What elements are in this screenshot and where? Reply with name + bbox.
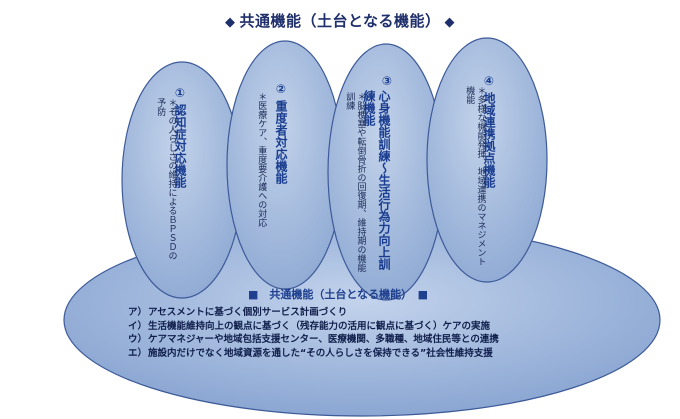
common-item-a: ア）アセスメントに基づく個別サービス計画づくり xyxy=(128,306,558,320)
diamond-icon-right: ◆ xyxy=(444,15,456,30)
function-2-number: ② xyxy=(274,82,288,96)
page-title: ◆共通機能（土台となる機能）◆ xyxy=(0,10,680,31)
page-title-text: 共通機能（土台となる機能） xyxy=(239,12,441,30)
common-functions-heading: ■ 共通機能（土台となる機能） ■ xyxy=(248,288,428,301)
common-item-a-label: ア） xyxy=(128,307,148,318)
common-item-e-label: エ） xyxy=(128,347,148,359)
common-item-e: エ）施設内だけでなく地域資源を通した“その人らしさを保持できる”社会性維持支援 xyxy=(128,347,558,361)
function-4-ellipse xyxy=(426,37,548,283)
common-item-i-label: イ） xyxy=(128,320,148,332)
diamond-icon-left: ◆ xyxy=(224,15,236,30)
common-functions-box: ■ 共通機能（土台となる機能） ■ ア）アセスメントに基づく個別サービス計画づく… xyxy=(128,286,558,360)
common-item-u: ウ）ケアマネジャーや地域包括支援センター、医療機関、多職種、地域住民等との連携 xyxy=(128,333,558,347)
common-item-a-text: アセスメントに基づく個別サービス計画づくり xyxy=(148,307,348,318)
common-item-i-text: 生活機能維持向上の観点に基づく（残存能力の活用に観点に基づく）ケアの実施 xyxy=(148,320,491,332)
common-item-u-text: ケアマネジャーや地域包括支援センター、医療機関、多職種、地域住民等との連携 xyxy=(148,334,499,345)
function-1-note: ＊その人らしさの維持によるＢＰＳＤの予防 xyxy=(155,98,177,260)
function-2-title: 重度者対応機能 xyxy=(274,100,288,184)
function-4-title: 地域連携拠点機能 xyxy=(482,92,496,188)
function-4-note: ＊多様な機能発揮、地域連携のマネジメント機能 xyxy=(464,86,486,266)
function-1-title: 認知症対応機能 xyxy=(173,104,187,188)
function-2-note: ＊医療ケア、重度要介護への対応 xyxy=(256,92,267,227)
common-item-u-label: ウ） xyxy=(128,334,148,345)
function-1-number: ① xyxy=(173,86,187,100)
common-item-e-text: 施設内だけでなく地域資源を通した“その人らしさを保持できる”社会性維持支援 xyxy=(148,347,493,359)
function-3-note: ＊脳梗塞や転倒骨折の回復期、維持期の機能訓練 xyxy=(344,92,366,272)
function-4-number: ④ xyxy=(482,74,496,88)
function-3-title: 心身機能訓練～生活行為力向上訓練機能 xyxy=(362,90,391,270)
function-3-number: ③ xyxy=(380,74,394,88)
common-item-i: イ）生活機能維持向上の観点に基づく（残存能力の活用に観点に基づく）ケアの実施 xyxy=(128,320,558,334)
